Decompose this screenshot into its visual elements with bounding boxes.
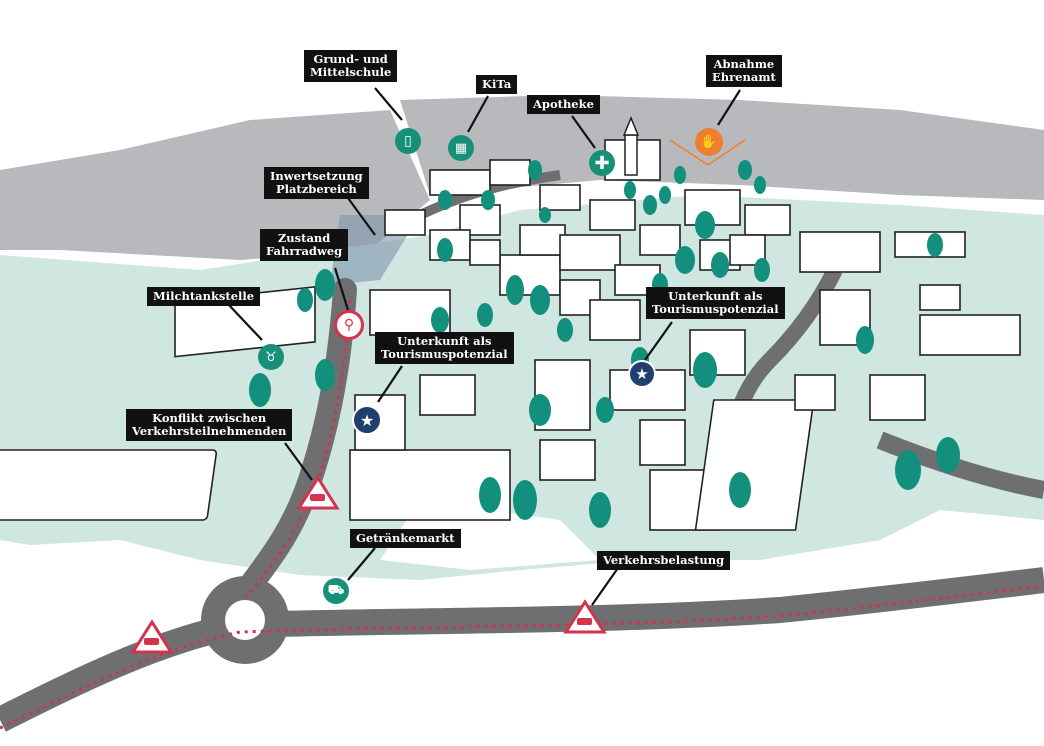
label-fahrradweg: Zustand Fahrradweg <box>260 229 349 261</box>
pointer-fahrradweg <box>333 267 350 311</box>
pointer-apotheke <box>571 115 596 149</box>
car-warning-icon <box>130 619 174 654</box>
label-ehrenamt: Abnahme Ehrenamt <box>706 55 782 87</box>
pointer-konflikt <box>284 442 313 481</box>
label-konflikt: Konflikt zwischen Verkehrsteilnehmenden <box>126 409 293 441</box>
school-icon: ▯ <box>395 128 421 154</box>
shopping-cart-icon: ⛟ <box>323 578 349 604</box>
label-unterkunft-right: Unterkunft als Tourismuspotenzial <box>646 287 785 319</box>
label-grundschule: Grund- und Mittelschule <box>304 50 398 82</box>
label-unterkunft-left: Unterkunft als Tourismuspotenzial <box>375 332 514 364</box>
church-spire <box>622 116 640 136</box>
pointer-getraenkemarkt <box>347 547 376 581</box>
road-east-branch <box>876 431 1044 499</box>
pointer-unterkunft-left <box>377 365 403 403</box>
grey-area-northwest <box>0 110 430 260</box>
pointer-verkehrsbelastung <box>591 567 619 606</box>
pointer-ehrenamt <box>717 89 741 126</box>
pointer-unterkunft-right <box>644 321 673 361</box>
volunteer-area-lines <box>669 139 746 166</box>
label-getraenkemarkt: Getränkemarkt <box>350 529 461 548</box>
label-kita: KiTa <box>476 75 518 94</box>
label-platzbereich: Inwertsetzung Platzbereich <box>264 167 369 199</box>
kita-icon: ▦ <box>448 135 474 161</box>
dotted-traffic-line-main <box>243 299 352 599</box>
car-warning-icon <box>563 599 607 634</box>
pointer-milchtankstelle <box>227 303 263 341</box>
pharmacy-cross-icon: ✚ <box>589 150 615 176</box>
star-icon: ★ <box>628 360 656 388</box>
trees <box>249 160 960 528</box>
church-tower <box>624 134 638 176</box>
road-bottom <box>0 567 1044 732</box>
volunteer-hand-icon: ✋ <box>695 128 723 156</box>
bicycle-icon: ⚲ <box>334 310 364 340</box>
grey-area-north <box>400 95 1044 200</box>
dotted-traffic-line-bottom <box>0 584 1044 730</box>
label-apotheke: Apotheke <box>527 95 600 114</box>
milk-cow-icon: ♉ <box>258 344 284 370</box>
label-verkehrsbelastung: Verkehrsbelastung <box>597 551 731 570</box>
road-main-curve <box>228 278 357 612</box>
pointer-kita <box>467 95 489 133</box>
label-milchtankstelle: Milchtankstelle <box>147 287 261 306</box>
pointer-platzbereich <box>347 197 376 236</box>
star-icon: ★ <box>352 405 382 435</box>
car-warning-icon <box>296 475 340 510</box>
pointer-grundschule <box>374 87 403 121</box>
